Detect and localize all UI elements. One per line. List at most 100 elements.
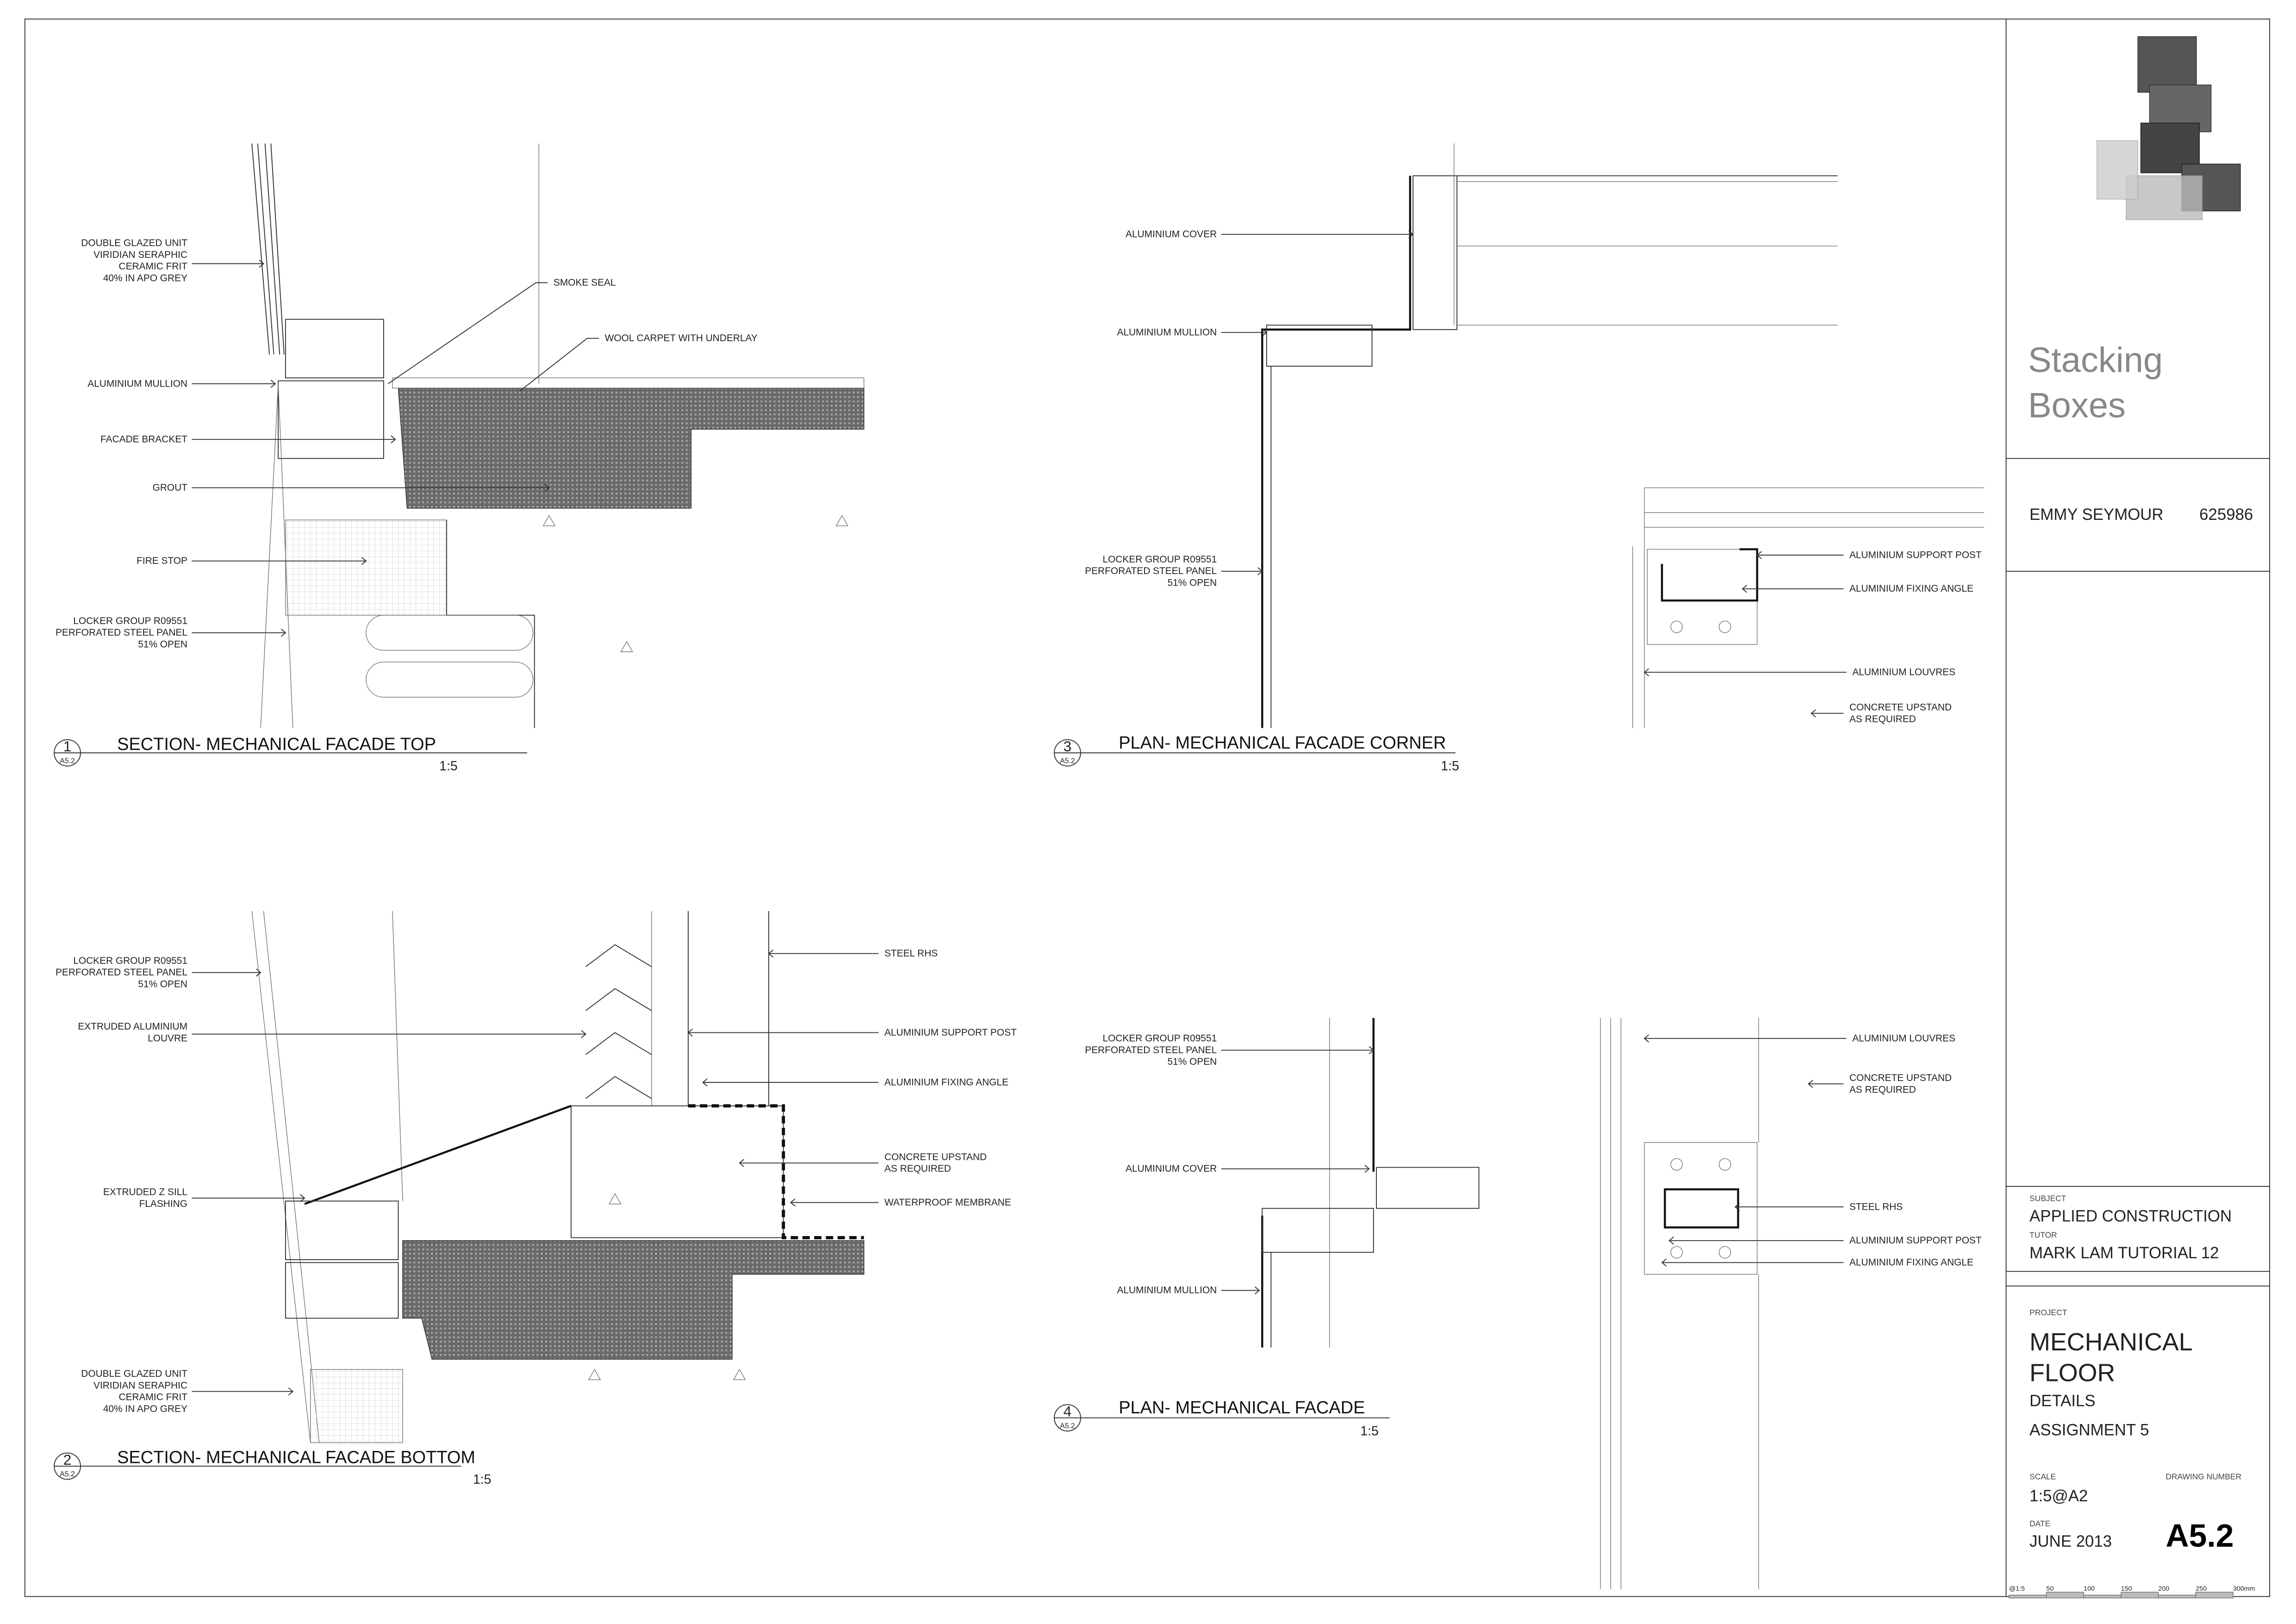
scale-bar-tick-label: 300mm — [2233, 1585, 2255, 1593]
callout-text: 40% IN APO GREY — [103, 273, 187, 283]
leader-line — [519, 337, 599, 392]
arrow-head-icon — [1661, 1258, 1667, 1267]
callout-text: SMOKE SEAL — [554, 277, 616, 288]
callout: ALUMINIUM COVER — [1126, 229, 1414, 240]
project-line2: FLOOR — [2029, 1359, 2115, 1387]
callout-text: PERFORATED STEEL PANEL — [56, 967, 187, 978]
arrow-head-icon — [1254, 1286, 1260, 1295]
arrow-head-icon — [739, 1159, 744, 1167]
project-label: PROJECT — [2029, 1308, 2067, 1317]
arrow-head-icon — [280, 629, 286, 637]
callout-text: FIRE STOP — [137, 556, 187, 566]
detail-title: PLAN- MECHANICAL FACADE — [1119, 1398, 1365, 1418]
callout-text: DOUBLE GLAZED UNIT — [81, 238, 187, 249]
scale-bar-segment — [2009, 1594, 2047, 1599]
callout: ALUMINIUM FIXING ANGLE — [1742, 583, 1973, 594]
arrow-head-icon — [288, 1387, 294, 1396]
drawing-number-label: DRAWING NUMBER — [2165, 1472, 2241, 1481]
sheet-reference: A5.2 — [1060, 1422, 1075, 1430]
arrow-head-icon — [544, 483, 550, 492]
callout-text: VIRIDIAN SERAPHIC — [93, 250, 187, 260]
project-line4: ASSIGNMENT 5 — [2029, 1421, 2149, 1439]
callout-text: EXTRUDED ALUMINIUM — [78, 1021, 187, 1032]
detail-4-geometry — [1261, 1018, 1759, 1589]
detail-title: SECTION- MECHANICAL FACADE BOTTOM — [117, 1448, 475, 1468]
tutor-value: MARK LAM TUTORIAL 12 — [2029, 1244, 2219, 1262]
scale-bar-tick-label: 100 — [2084, 1585, 2095, 1593]
arrow-head-icon — [581, 1030, 587, 1038]
callout: ALUMINIUM MULLION — [1117, 327, 1268, 338]
callout: ALUMINIUM SUPPORT POST — [1668, 1235, 1982, 1246]
callout-text: ALUMINIUM FIXING ANGLE — [1849, 583, 1973, 594]
callout-text: AS REQUIRED — [1849, 714, 1916, 725]
student-id: 625986 — [2199, 506, 2253, 524]
callout-text: 51% OPEN — [1167, 578, 1217, 588]
leader-line — [387, 282, 548, 384]
detail-number: 4 — [1064, 1403, 1072, 1419]
subject-value: APPLIED CONSTRUCTION — [2029, 1207, 2232, 1225]
callout-text: CONCRETE UPSTAND — [1849, 702, 1952, 712]
callout-text: ALUMINIUM COVER — [1126, 229, 1217, 240]
project-line1: MECHANICAL — [2029, 1328, 2193, 1356]
detail-scale: 1:5 — [473, 1472, 492, 1487]
callout: STEEL RHS — [768, 948, 938, 959]
detail-scale: 1:5 — [1441, 759, 1459, 774]
callout-text: ALUMINIUM MULLION — [1117, 1285, 1217, 1296]
arrow-head-icon — [391, 435, 396, 443]
detail-scale: 1:5 — [439, 759, 458, 774]
arrow-head-icon — [1734, 1203, 1740, 1211]
scale-bar-segment — [2046, 1592, 2084, 1599]
callout-text: CONCRETE UPSTAND — [884, 1152, 987, 1162]
callout-text: LOCKER GROUP R09551 — [73, 616, 187, 626]
callout-text: CONCRETE UPSTAND — [1849, 1073, 1952, 1083]
project-line3: DETAILS — [2029, 1392, 2095, 1410]
callout: ALUMINIUM COVER — [1126, 1163, 1370, 1174]
callout-text: ALUMINIUM FIXING ANGLE — [884, 1077, 1008, 1087]
callout: ALUMINIUM FIXING ANGLE — [702, 1077, 1008, 1087]
callout-text: ALUMINIUM COVER — [1126, 1163, 1217, 1174]
scale-bar-tick-label: 50 — [2047, 1585, 2054, 1593]
callout-text: ALUMINIUM MULLION — [1117, 327, 1217, 338]
detail-number: 2 — [63, 1451, 72, 1468]
callout-text: 40% IN APO GREY — [103, 1404, 187, 1414]
date-label: DATE — [2029, 1519, 2050, 1528]
callout-text: WOOL CARPET WITH UNDERLAY — [605, 333, 758, 344]
callout-text: CERAMIC FRIT — [119, 261, 188, 272]
callout-text: STEEL RHS — [884, 948, 938, 959]
callout: WOOL CARPET WITH UNDERLAY — [519, 333, 758, 392]
callout-text: CERAMIC FRIT — [119, 1392, 188, 1403]
callout-text: AS REQUIRED — [1849, 1084, 1916, 1095]
detail-3-geometry — [1261, 144, 1985, 728]
detail-4: 4A5.2 PLAN- MECHANICAL FACADE 1:5 LOCKER GR… — [1054, 1033, 1982, 1439]
arrow-head-icon — [687, 1028, 693, 1037]
arrow-head-icon — [1257, 567, 1263, 575]
callout-text: LOCKER GROUP R09551 — [1102, 1033, 1217, 1044]
callout-text: FACADE BRACKET — [100, 434, 187, 444]
callout-text: STEEL RHS — [1849, 1201, 1903, 1212]
detail-scale: 1:5 — [1360, 1424, 1379, 1439]
callout: SMOKE SEAL — [387, 277, 616, 384]
callout-text: 51% OPEN — [1167, 1056, 1217, 1067]
arrow-head-icon — [1369, 1046, 1375, 1055]
callout-text: VIRIDIAN SERAPHIC — [93, 1380, 187, 1391]
callout-text: 51% OPEN — [138, 639, 187, 650]
callout-text: FLASHING — [139, 1199, 187, 1209]
arrow-head-icon — [1742, 585, 1748, 593]
callout: STEEL RHS — [1734, 1201, 1903, 1212]
drawing-number: A5.2 — [2165, 1518, 2234, 1554]
callout: WATERPROOF MEMBRANE — [790, 1197, 1011, 1208]
subject-label: SUBJECT — [2029, 1193, 2066, 1203]
callout: ALUMINIUM MULLION — [1117, 1285, 1260, 1296]
callout-text: WATERPROOF MEMBRANE — [884, 1197, 1011, 1208]
callout-text: PERFORATED STEEL PANEL — [56, 627, 187, 638]
